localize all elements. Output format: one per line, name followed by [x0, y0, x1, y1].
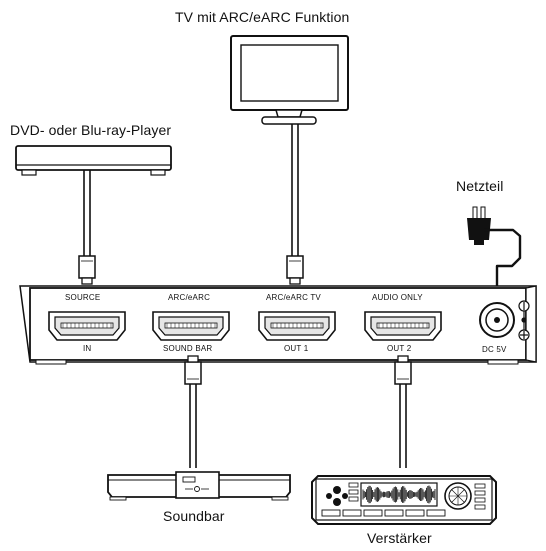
port-out1-label: OUT 1 — [284, 344, 309, 353]
power-plug-icon — [467, 206, 491, 245]
port-arc-tv-label: ARC/eARC TV — [266, 293, 321, 302]
port-source-label: SOURCE — [65, 293, 101, 302]
polarity-icon — [518, 300, 530, 341]
hdmi-port-icon-out1 — [258, 311, 336, 341]
port-in-label: IN — [83, 344, 92, 353]
amplifier-label: Verstärker — [367, 530, 432, 546]
dc-label: DC 5V — [482, 345, 507, 354]
amplifier-cable — [394, 355, 412, 468]
hdmi-port-icon-arc — [152, 311, 230, 341]
tv-label: TV mit ARC/eARC Funktion — [175, 9, 350, 25]
soundbar-label: Soundbar — [163, 508, 225, 524]
hdmi-port-icon-in — [48, 311, 126, 341]
tv-cable — [286, 124, 304, 285]
dc-jack-icon — [479, 302, 515, 338]
power-label: Netzteil — [456, 178, 504, 194]
hdmi-port-icon-out2 — [364, 311, 442, 341]
power-cable — [484, 228, 522, 300]
port-arc-label: ARC/eARC — [168, 293, 211, 302]
port-out2-label: OUT 2 — [387, 344, 412, 353]
soundbar-device — [107, 471, 291, 501]
soundbar-cable — [184, 355, 202, 468]
player-device — [15, 145, 172, 176]
player-label: DVD- oder Blu-ray-Player — [10, 122, 172, 138]
tv-device — [230, 35, 349, 125]
port-audio-only-label: AUDIO ONLY — [372, 293, 423, 302]
player-cable — [78, 170, 96, 285]
port-soundbar-label: SOUND BAR — [163, 344, 213, 353]
amplifier-device — [311, 475, 497, 525]
